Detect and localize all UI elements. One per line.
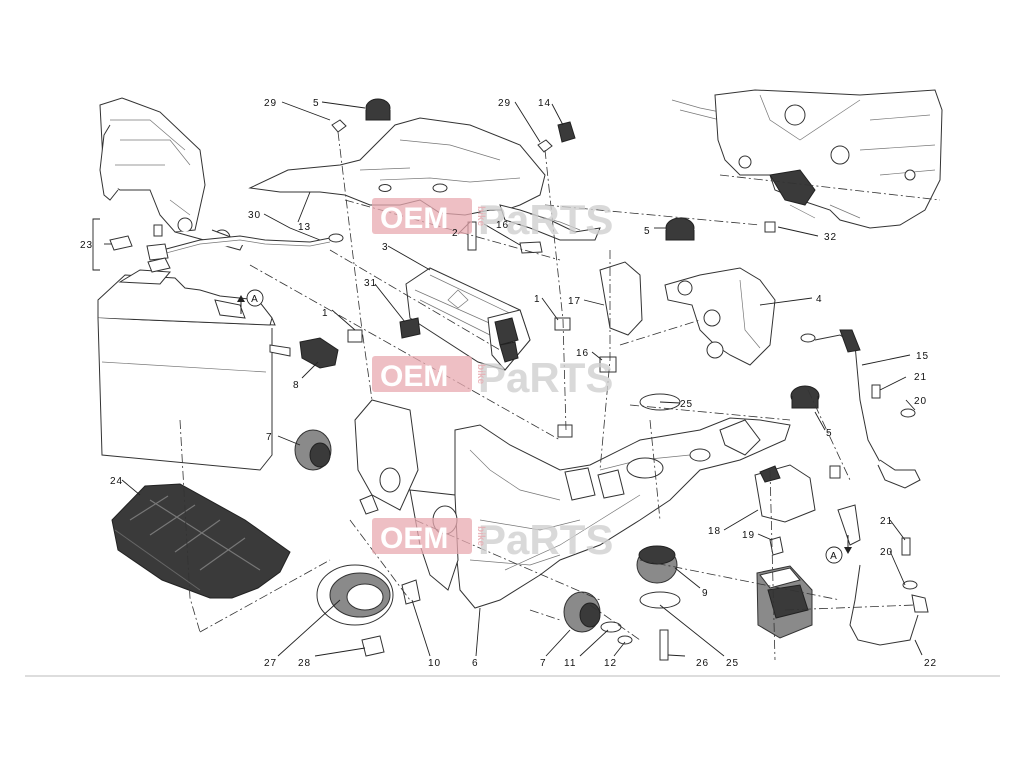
callout-29: 29 [498,98,511,109]
battery-tray [111,483,291,599]
callout-labels: 29 5 29 14 13 16 2 3 30 23 31 1 1 17 5 3… [80,98,937,669]
frame-rear-section [671,89,943,229]
callout-27: 27 [264,658,277,669]
grommet-7-left [294,429,332,471]
grommet-5-right [665,217,695,241]
svg-text:PaRTS: PaRTS [478,196,613,243]
callout-16: 16 [496,220,509,231]
callout-21: 21 [914,372,927,383]
callout-5: 5 [313,98,320,109]
washer-11 [600,621,622,633]
callout-1: 1 [534,294,541,305]
watermark-2: OEM PaRTS bike [372,354,613,401]
washer-20-bottom [902,580,918,590]
callout-32: 32 [824,232,837,243]
callout-3: 3 [382,242,389,253]
callout-10: 10 [428,658,441,669]
battery-cable [146,233,344,261]
battery [97,269,291,471]
small-fasteners [109,119,911,661]
svg-text:bike: bike [475,364,486,384]
callout-1: 1 [322,308,329,319]
callout-14: 14 [538,98,551,109]
callout-30: 30 [248,210,261,221]
callout-25: 25 [680,399,693,410]
grommet-9 [636,545,678,584]
callout-29: 29 [264,98,277,109]
ecu-module [405,267,531,371]
callout-12: 12 [604,658,617,669]
callout-9: 9 [702,588,709,599]
callout-7: 7 [540,658,547,669]
callout-2: 2 [452,228,459,239]
upper-tray [248,117,601,241]
ground-cable-15 [800,329,921,489]
ref-marker-a-lower: A [825,535,852,564]
watermark-1: OEM PaRTS bike [372,196,613,243]
callout-8: 8 [293,380,300,391]
svg-text:A: A [830,551,838,562]
callout-5: 5 [644,226,651,237]
callout-15: 15 [916,351,929,362]
grommet-5-lower [790,385,820,409]
svg-text:OEM: OEM [380,360,448,393]
svg-text:bike: bike [475,206,486,226]
svg-text:OEM: OEM [380,522,448,555]
svg-text:A: A [251,294,259,305]
callout-22: 22 [924,658,937,669]
grommet-7-bottom [563,591,601,633]
callout-5: 5 [826,428,833,439]
starter-relay [754,464,816,639]
callout-28: 28 [298,658,311,669]
callout-26: 26 [696,658,709,669]
round-cover-27 [316,564,394,626]
callout-16: 16 [576,348,589,359]
callout-11: 11 [564,658,576,669]
grommet-5-top [365,98,391,121]
ref-marker-a-upper: A [237,289,264,314]
callout-25: 25 [726,658,739,669]
callout-31: 31 [364,278,377,289]
svg-text:PaRTS: PaRTS [478,354,613,401]
callout-21: 21 [880,516,893,527]
callout-23: 23 [80,240,93,251]
svg-text:bike: bike [475,526,486,546]
watermark-3: OEM PaRTS bike [372,516,613,563]
frame-bracket [99,97,245,251]
callout-20: 20 [880,547,893,558]
svg-text:OEM: OEM [380,202,448,235]
leader-lines [92,101,923,657]
callout-24: 24 [110,476,123,487]
callout-20: 20 [914,396,927,407]
callout-19: 19 [742,530,755,541]
svg-text:PaRTS: PaRTS [478,516,613,563]
callout-18: 18 [708,526,721,537]
callout-6: 6 [472,658,479,669]
callout-17: 17 [568,296,581,307]
callout-7: 7 [266,432,273,443]
callout-4: 4 [816,294,823,305]
washer-12 [617,635,633,645]
ground-cable-22 [837,504,929,646]
callout-13: 13 [298,222,311,233]
washer-20-top [900,408,916,418]
washer-25-bottom [639,591,681,609]
right-bracket [664,267,776,366]
